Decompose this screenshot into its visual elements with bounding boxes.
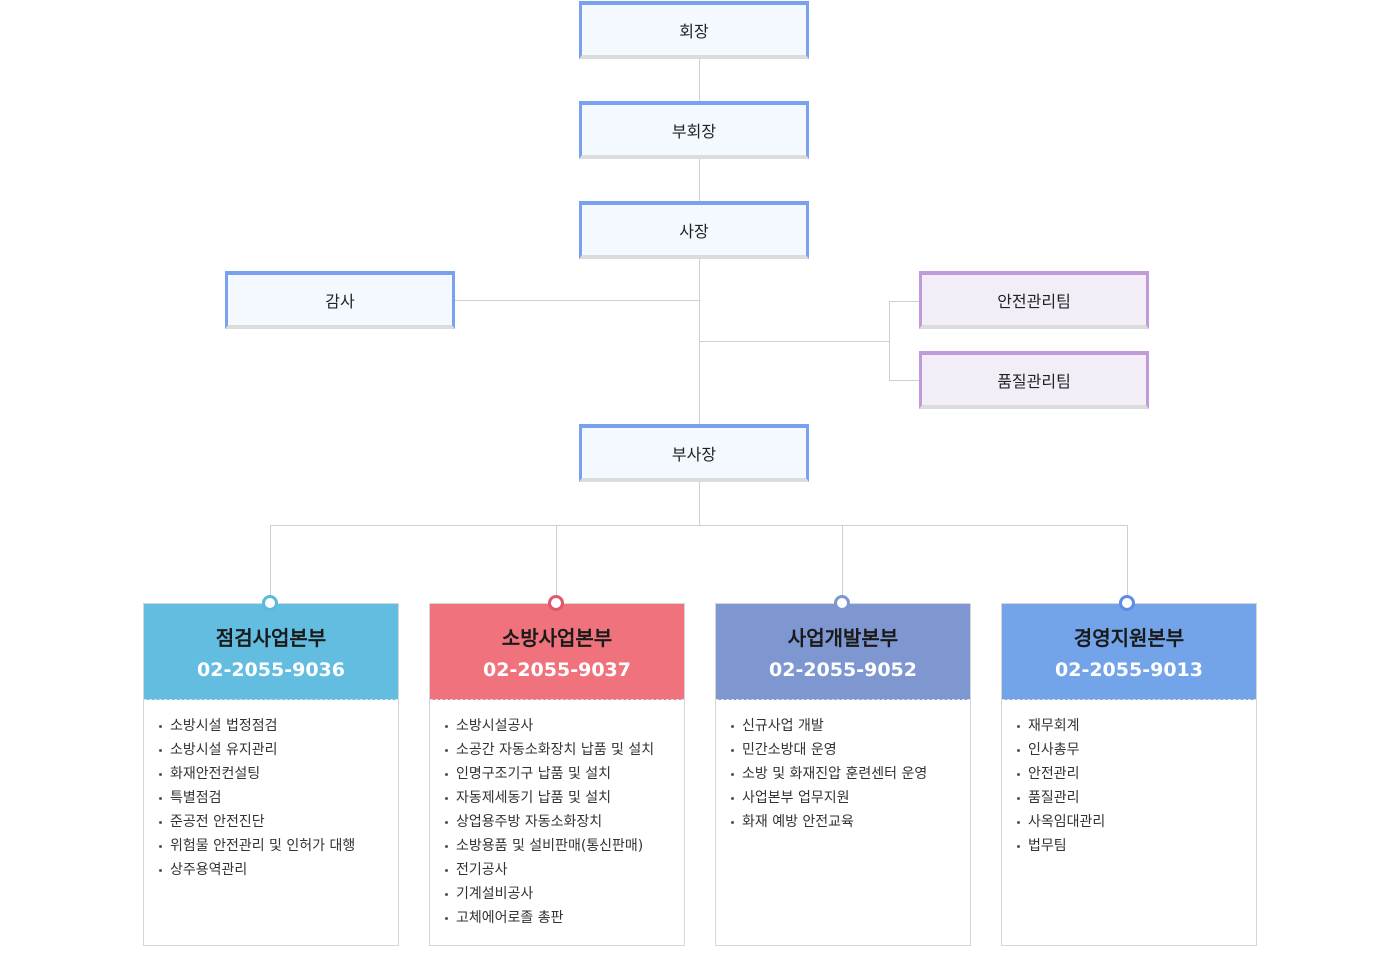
connector-division-1 [270,525,271,597]
duty-item: 재무회계 [1016,714,1256,738]
duty-item: 소방시설공사 [444,714,684,738]
auditor-box: 감사 [225,271,455,329]
duty-item: 소방시설 법정점검 [158,714,398,738]
duty-item: 인사총무 [1016,738,1256,762]
division-header: 사업개발본부 02-2055-9052 [716,604,970,700]
president-box: 사장 [579,201,809,259]
division-phone: 02-2055-9052 [769,659,917,681]
duty-item: 소방 및 화재진압 훈련센터 운영 [730,762,970,786]
vice-president-box: 부사장 [579,424,809,482]
division-header: 점검사업본부 02-2055-9036 [144,604,398,700]
duty-item: 상주용역관리 [158,858,398,882]
connector-dot [1119,595,1135,611]
duty-item: 민간소방대 운영 [730,738,970,762]
duty-item: 준공전 안전진단 [158,810,398,834]
division-phone: 02-2055-9013 [1055,659,1203,681]
connector-dot [262,595,278,611]
duty-item: 사업본부 업무지원 [730,786,970,810]
duty-item: 기계설비공사 [444,882,684,906]
connector-team-safety [889,301,921,302]
connector-teams-horizontal [699,341,889,342]
duty-item: 사옥임대관리 [1016,810,1256,834]
safety-team-box: 안전관리팀 [919,271,1149,329]
duty-item: 법무팀 [1016,834,1256,858]
connector-dot [548,595,564,611]
division-phone: 02-2055-9037 [483,659,631,681]
duty-item: 화재 예방 안전교육 [730,810,970,834]
connector-division-4 [1127,525,1128,597]
division-name: 점검사업본부 [215,626,327,650]
connector-divisions-horizontal [270,525,1128,526]
duty-item: 위험물 안전관리 및 인허가 대행 [158,834,398,858]
division-name: 소방사업본부 [501,626,613,650]
duty-item: 소방시설 유지관리 [158,738,398,762]
duty-item: 상업용주방 자동소화장치 [444,810,684,834]
division-name: 사업개발본부 [787,626,899,650]
duty-item: 화재안전컨설팅 [158,762,398,786]
connector-teams-vertical [889,301,890,381]
duty-item: 전기공사 [444,858,684,882]
connector-main-vertical [699,58,700,526]
connector-division-2 [556,525,557,597]
division-header: 경영지원본부 02-2055-9013 [1002,604,1256,700]
duty-item: 자동제세동기 납품 및 설치 [444,786,684,810]
connector-division-3 [842,525,843,597]
duty-item: 품질관리 [1016,786,1256,810]
duty-item: 소공간 자동소화장치 납품 및 설치 [444,738,684,762]
duty-item: 인명구조기구 납품 및 설치 [444,762,684,786]
division-name: 경영지원본부 [1073,626,1185,650]
connector-dot [834,595,850,611]
connector-auditor [453,300,700,301]
quality-team-box: 품질관리팀 [919,351,1149,409]
duty-item: 소방용품 및 설비판매(통신판매) [444,834,684,858]
vice-chairman-box: 부회장 [579,101,809,159]
division-header: 소방사업본부 02-2055-9037 [430,604,684,700]
duty-item: 특별점검 [158,786,398,810]
division-phone: 02-2055-9036 [197,659,345,681]
duty-item: 고체에어로졸 총판 [444,906,684,930]
duty-item: 안전관리 [1016,762,1256,786]
duty-item: 신규사업 개발 [730,714,970,738]
chairman-box: 회장 [579,1,809,59]
connector-team-quality [889,380,921,381]
